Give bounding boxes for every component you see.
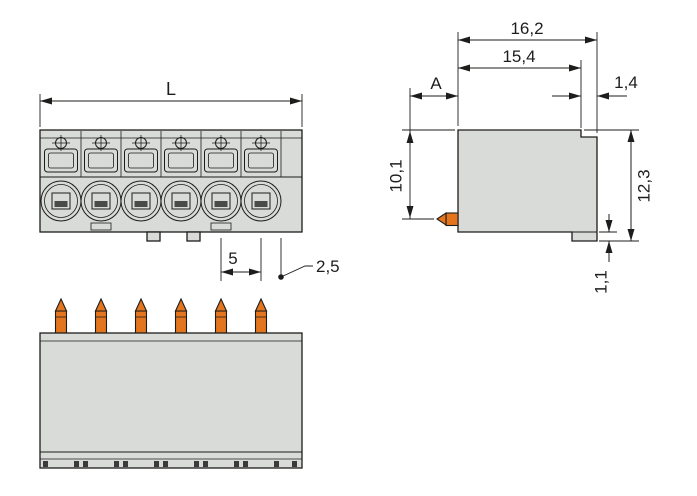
dim-label-L: L <box>166 79 176 99</box>
mounting-foot <box>146 231 161 242</box>
solder-pin <box>214 298 228 335</box>
side-pin-shaft <box>445 212 459 227</box>
dim-body-width: 15,4 <box>458 47 582 128</box>
dim-pin-axis: 10,1 <box>386 88 455 220</box>
side-housing <box>457 129 598 242</box>
contact-tick <box>123 461 128 467</box>
contact-tick <box>203 461 208 467</box>
contact-tick <box>243 461 248 467</box>
contact-tick <box>154 461 159 467</box>
solder-pin <box>54 298 68 335</box>
contact-tick <box>74 461 79 467</box>
solder-pin <box>134 298 148 335</box>
dim-step: 1,4 <box>552 73 638 100</box>
dim-label-flange: 1,1 <box>591 270 610 294</box>
side-pin-tip <box>436 211 447 227</box>
dim-a: A <box>410 74 458 100</box>
dim-L: L <box>39 79 303 127</box>
dim-label-step: 1,4 <box>614 73 638 92</box>
dim-label-pin-axis: 10,1 <box>386 159 405 192</box>
dim-label-pitch: 5 <box>228 249 237 268</box>
dim-total-width: 16,2 <box>457 19 598 133</box>
marking-field <box>210 222 232 231</box>
dim-label-body-width: 15,4 <box>502 47 535 66</box>
contact-tick <box>234 461 239 467</box>
side-view: 16,2 15,4 1,4 A 10,1 <box>386 19 653 294</box>
bottom-view <box>39 298 303 469</box>
solder-pin <box>94 298 108 335</box>
dim-label-height: 12,3 <box>634 169 653 202</box>
solder-pin <box>174 298 188 335</box>
solder-pin <box>254 298 268 335</box>
contact-tick <box>274 461 279 467</box>
front-view: L 5 2,5 <box>39 79 340 281</box>
contact-tick <box>114 461 119 467</box>
bottom-housing <box>39 332 303 469</box>
contact-tick <box>194 461 199 467</box>
dim-edge: 2,5 <box>278 238 340 280</box>
contact-tick <box>43 461 48 467</box>
mounting-foot <box>186 231 201 242</box>
dim-label-a: A <box>430 74 442 93</box>
contact-tick <box>163 461 168 467</box>
dim-flange: 1,1 <box>591 214 617 294</box>
contact-tick <box>83 461 88 467</box>
dim-label-total-width: 16,2 <box>510 19 543 38</box>
marking-field <box>90 222 112 231</box>
dim-label-edge: 2,5 <box>316 257 340 276</box>
contact-tick <box>292 461 297 467</box>
dim-pitch: 5 <box>220 238 262 281</box>
